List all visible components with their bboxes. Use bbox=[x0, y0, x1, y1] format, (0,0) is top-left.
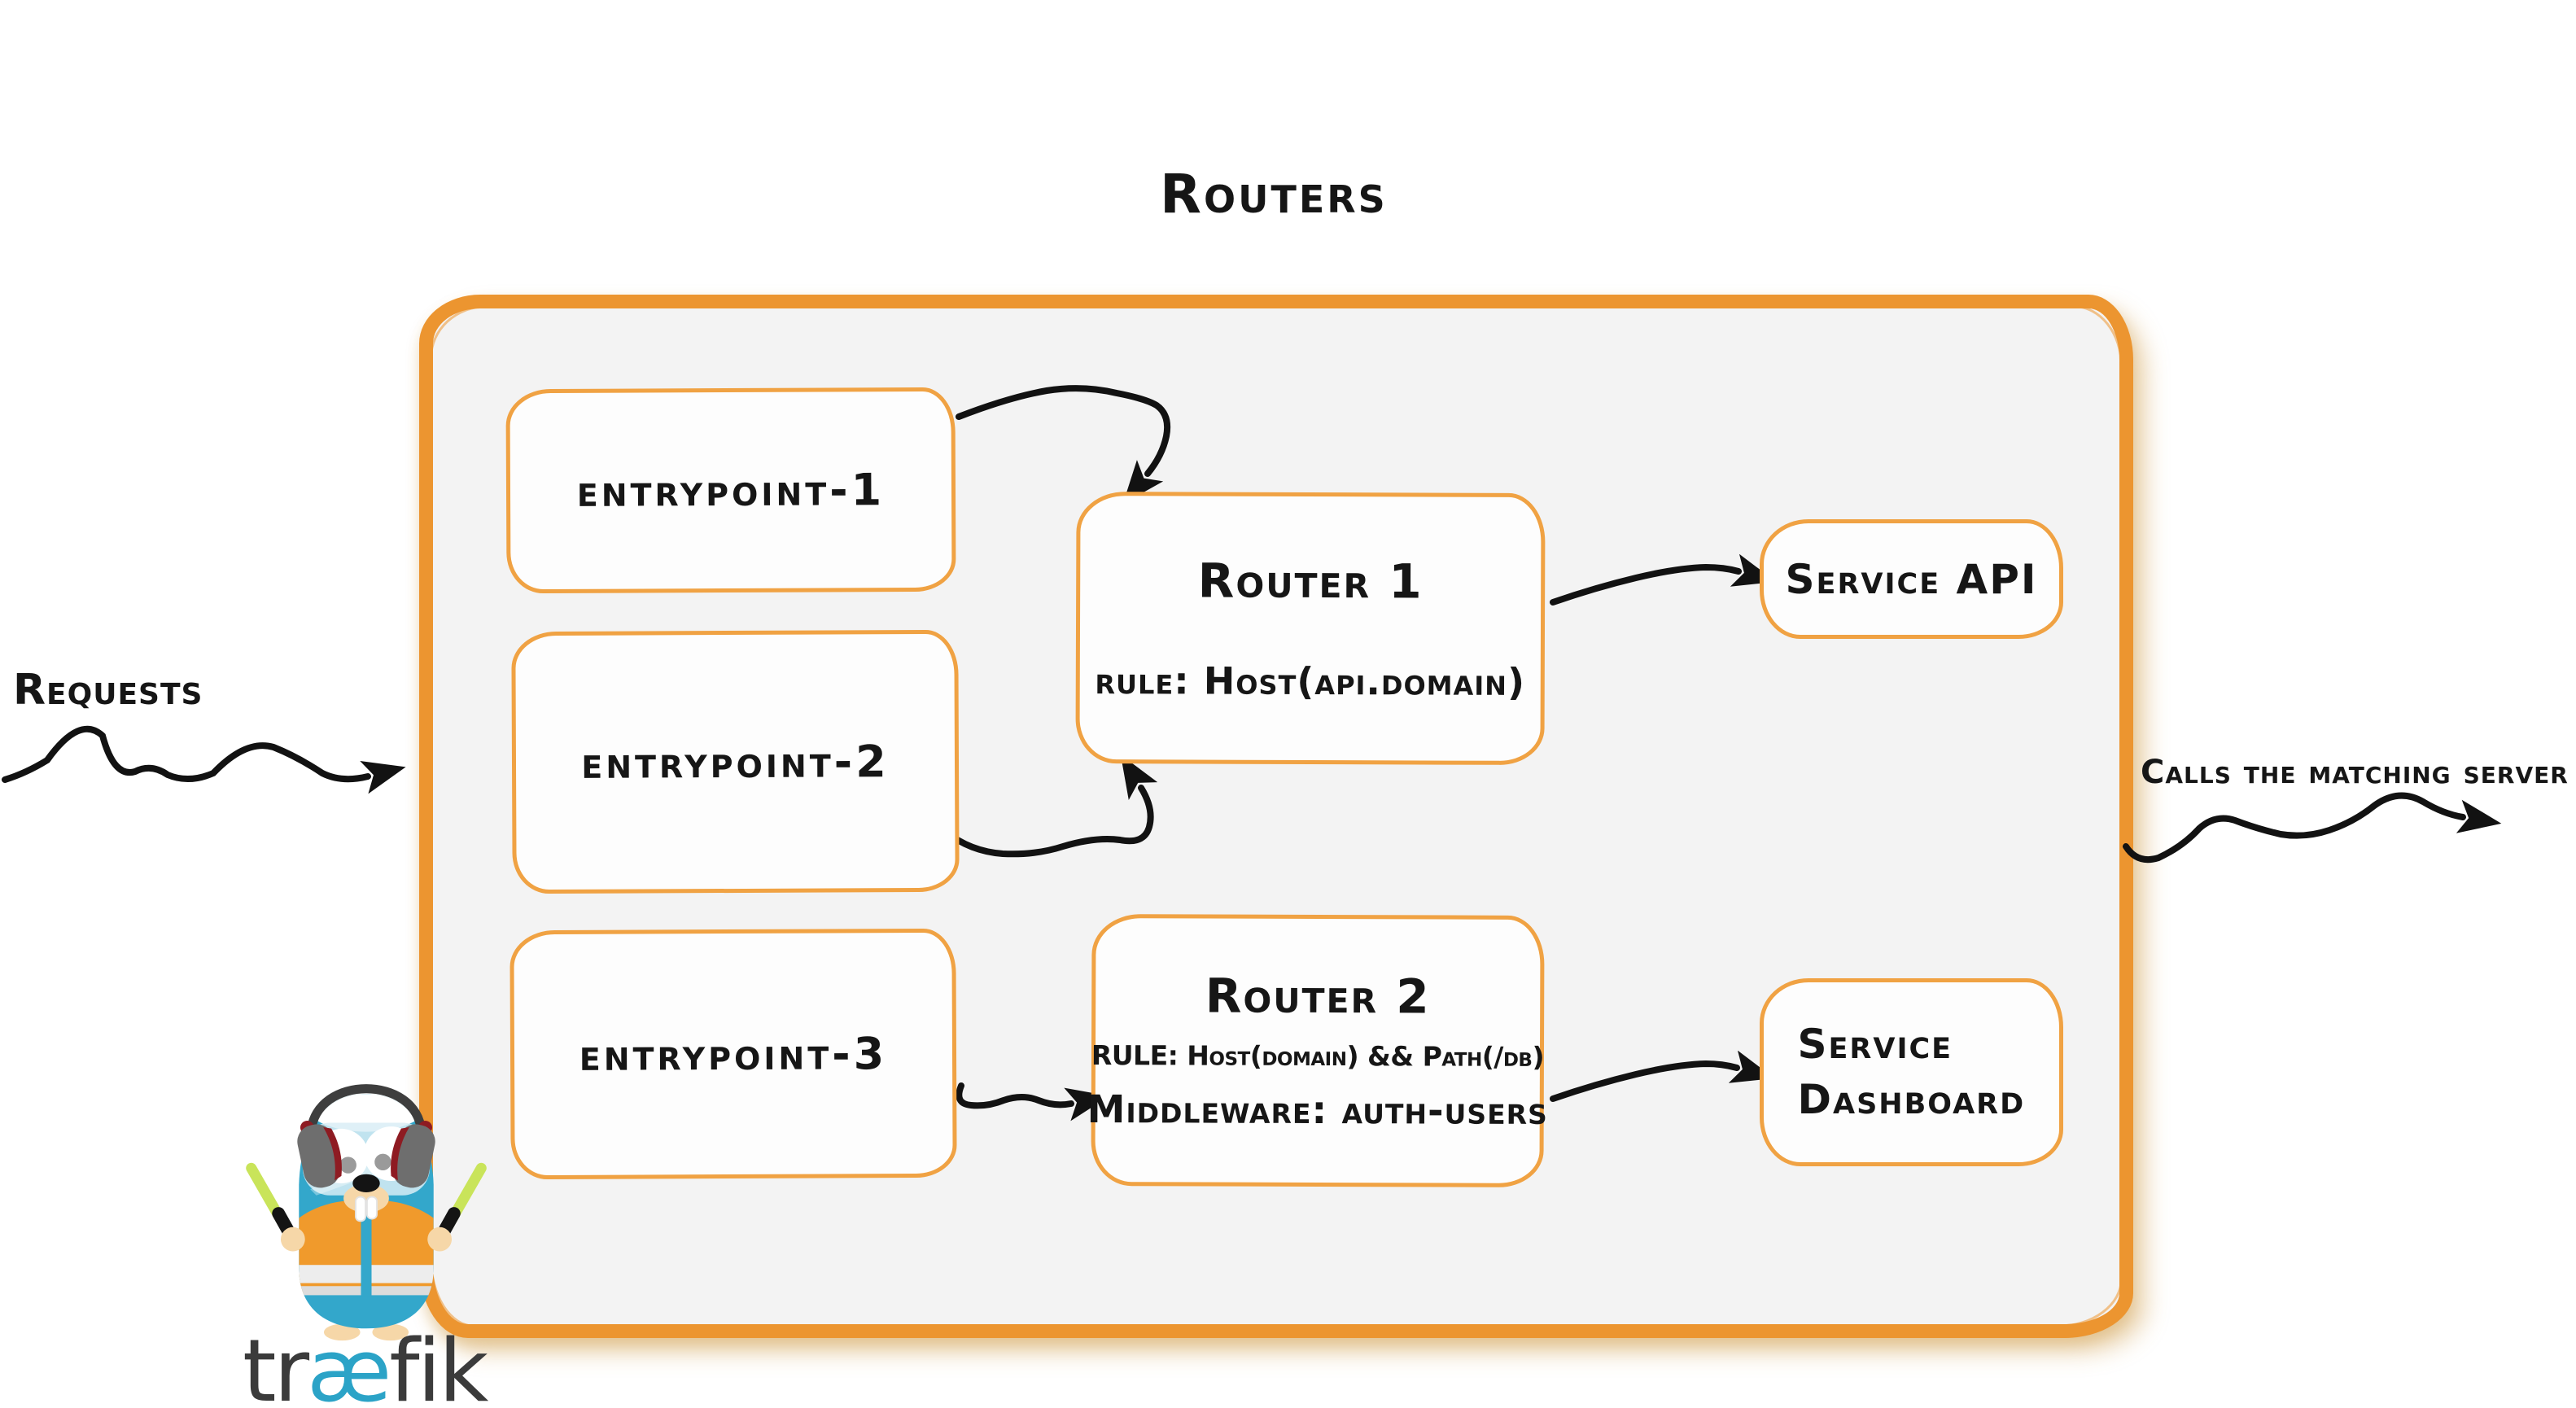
wordmark-ae: æ bbox=[307, 1321, 391, 1408]
wordmark-post: fik bbox=[389, 1321, 488, 1408]
router-2-title: Router 2 bbox=[1205, 968, 1431, 1025]
requests-arrow bbox=[2, 725, 406, 794]
router-2-box: Router 2 RULE: Host(domain) && Path(/db)… bbox=[1087, 914, 1548, 1187]
entrypoint-3-box: entrypoint-3 bbox=[510, 928, 957, 1180]
calls-matching-server-label: Calls the matching server bbox=[2141, 754, 2569, 791]
entrypoint-2-label: entrypoint-2 bbox=[581, 735, 890, 789]
entrypoint-1-label: entrypoint-1 bbox=[576, 464, 886, 517]
router-1-title: Router 1 bbox=[1197, 553, 1424, 610]
wordmark-pre: tr bbox=[243, 1321, 309, 1408]
router-2-middleware: Middleware: auth-users bbox=[1087, 1087, 1548, 1134]
service-dashboard-box: Service Dashboard bbox=[1760, 978, 2063, 1166]
router-2-rule: RULE: Host(domain) && Path(/db) bbox=[1091, 1039, 1545, 1073]
service-api-label: Service API bbox=[1785, 555, 2038, 603]
service-api-box: Service API bbox=[1760, 519, 2063, 639]
entrypoint-2-box: entrypoint-2 bbox=[511, 629, 960, 894]
router-1-rule: rule: Host(api.domain) bbox=[1095, 658, 1526, 704]
diagram-title: Routers bbox=[1160, 163, 1388, 225]
entrypoint-1-box: entrypoint-1 bbox=[505, 387, 956, 594]
traefik-gopher-icon bbox=[246, 1084, 487, 1341]
router-1-box: Router 1 rule: Host(api.domain) bbox=[1075, 491, 1546, 766]
entrypoint-3-label: entrypoint-3 bbox=[579, 1027, 888, 1081]
requests-label: Requests bbox=[13, 666, 203, 715]
service-dashboard-label: Service Dashboard bbox=[1797, 1021, 2026, 1123]
calls-arrow bbox=[2123, 792, 2502, 864]
traefik-wordmark: træfik bbox=[243, 1328, 536, 1408]
